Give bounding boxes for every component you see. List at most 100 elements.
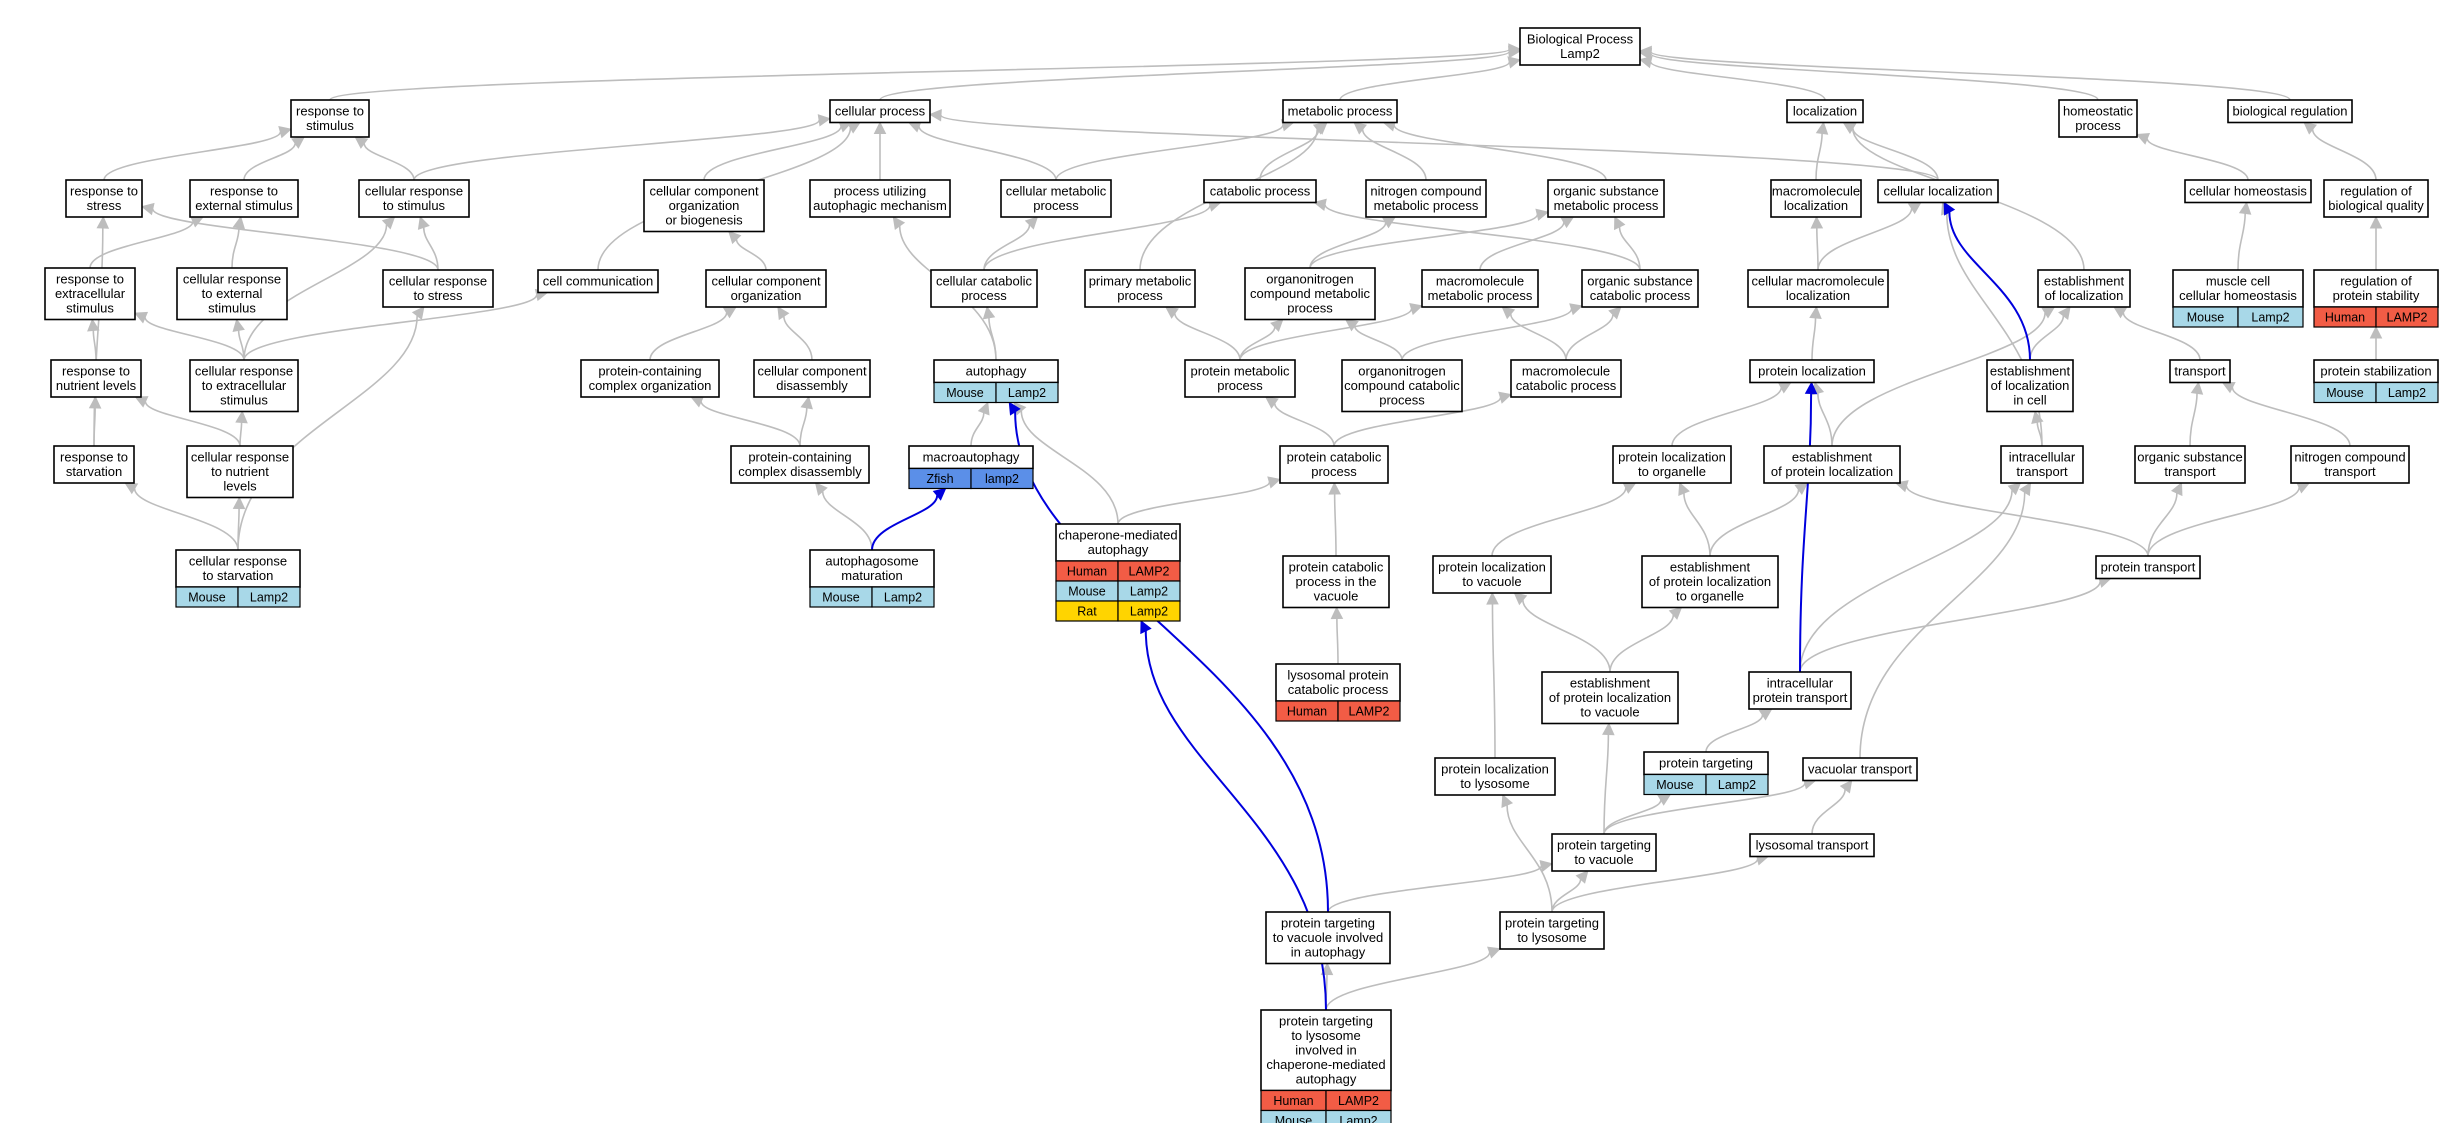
node-label: biological regulation (2233, 103, 2348, 118)
species-name: Mouse (1068, 585, 1106, 599)
node-box (1499, 911, 1605, 950)
go-term-node[interactable]: metabolic process (1282, 99, 1398, 124)
node-box (829, 99, 931, 124)
node-box (1986, 359, 2074, 413)
go-term-node[interactable]: cellular localization (1877, 179, 1999, 204)
node-label: cellular homeostasis (2189, 183, 2307, 198)
go-term-node[interactable]: localization (1786, 99, 1864, 124)
node-box (1749, 359, 1875, 384)
go-term-node[interactable]: protein transport (2095, 555, 2201, 580)
go-term-node[interactable]: vacuolar transport (1802, 757, 1918, 782)
is-a-edge (1486, 591, 1499, 759)
node-box (2037, 269, 2131, 308)
go-term-node[interactable]: cellular homeostasis (2184, 179, 2312, 204)
go-term-node[interactable]: catabolic process (1203, 179, 1317, 204)
is-a-edge (1602, 722, 1615, 835)
node-box (1641, 555, 1779, 609)
go-term-node[interactable]: protein localization (1749, 359, 1875, 384)
go-term-node[interactable]: cellular process (829, 99, 931, 124)
gene-symbol: Lamp2 (2251, 311, 2289, 325)
go-term-node[interactable]: transport (2169, 359, 2231, 384)
is-a-edge (1344, 318, 1403, 361)
species-name: Human (2325, 311, 2365, 325)
go-term-node[interactable]: cell communication (537, 269, 659, 294)
is-a-edge (1811, 779, 1853, 835)
is-a-edge (1809, 305, 1822, 361)
go-term-node[interactable]: lysosomal transport (1749, 833, 1875, 858)
gene-symbol: LAMP2 (1338, 1094, 1379, 1108)
edges (87, 43, 2383, 1011)
go-term-node[interactable]: biological regulation (2227, 99, 2353, 124)
node-label: protein stabilization (2320, 363, 2431, 378)
